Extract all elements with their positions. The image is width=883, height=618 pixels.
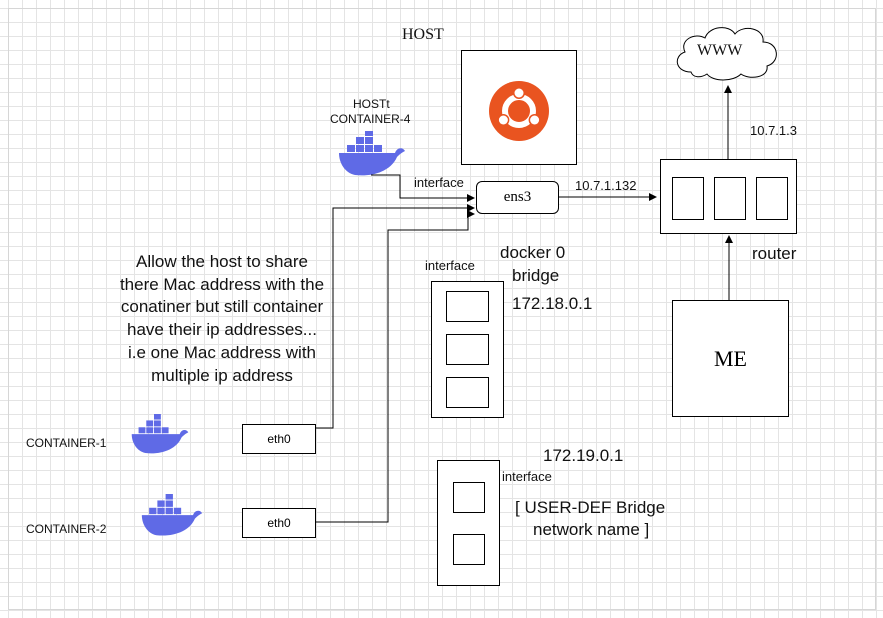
router-label: router [752, 244, 797, 263]
docker-whale-icon [141, 494, 203, 536]
container-2-eth0: eth0 [242, 508, 316, 538]
bridge-port [446, 291, 489, 322]
note-line: Allow the host to share [136, 252, 308, 271]
note-line: conatiner but still container [120, 297, 324, 317]
userdef-ip: 172.19.0.1 [543, 446, 624, 465]
bridge-port [453, 534, 485, 565]
ens3-ip: 10.7.1.132 [575, 178, 637, 193]
note-line: multiple ip address [151, 365, 293, 385]
me-box: ME [672, 300, 789, 417]
note-line: i.e one Mac address with [127, 342, 317, 362]
cloud-label: WWW [697, 42, 743, 59]
host-title: HOST [402, 26, 444, 43]
edge-eth0-1-ens3 [316, 204, 475, 429]
container-1-label: CONTAINER-1 [26, 436, 107, 450]
container-1-eth0-label: eth0 [267, 432, 291, 446]
note-line: there Mac address with the [119, 274, 325, 294]
container-2-eth0-label: eth0 [267, 516, 291, 530]
internet-cloud-icon [676, 27, 777, 81]
docker0-interface-label: interface [425, 258, 475, 273]
docker0-bridge-box [431, 281, 504, 418]
host-box [461, 50, 577, 165]
host-container-label-2: CONTAINER-4 [330, 112, 411, 126]
me-label: ME [714, 345, 747, 371]
userdef-name-2: network name ] [533, 520, 650, 539]
router-upstream-ip: 10.7.1.3 [750, 123, 797, 138]
docker0-title-1: docker 0 [500, 243, 566, 262]
host-container-interface-label: interface [414, 175, 464, 190]
ens3-label: ens3 [503, 189, 532, 205]
diagram-frame [8, 8, 876, 610]
router-box [660, 159, 797, 234]
edge-eth0-2-ens3 [316, 210, 475, 523]
ubuntu-logo-icon [489, 81, 549, 141]
bridge-port [446, 377, 489, 408]
note-text: Allow the host to share there Mac addres… [88, 251, 356, 387]
router-port [714, 177, 746, 220]
docker-whale-icon [131, 414, 189, 454]
ens3-interface: ens3 [476, 181, 559, 214]
host-container-label-1: HOSTt [353, 97, 390, 111]
router-port [672, 177, 704, 220]
edge-container4-ens3 [371, 174, 475, 202]
userdef-bridge-box [437, 460, 500, 586]
container-1-eth0: eth0 [242, 424, 316, 454]
bridge-port [446, 334, 489, 365]
docker-whale-icon [339, 131, 405, 176]
docker0-title-2: bridge [512, 266, 560, 285]
userdef-interface-label: interface [502, 469, 552, 484]
docker0-ip: 172.18.0.1 [512, 294, 593, 313]
container-2-label: CONTAINER-2 [26, 522, 107, 536]
router-port [756, 177, 788, 220]
userdef-name-1: [ USER-DEF Bridge [515, 498, 666, 517]
note-line: have their ip addresses... [127, 320, 317, 340]
bridge-port [453, 482, 485, 513]
